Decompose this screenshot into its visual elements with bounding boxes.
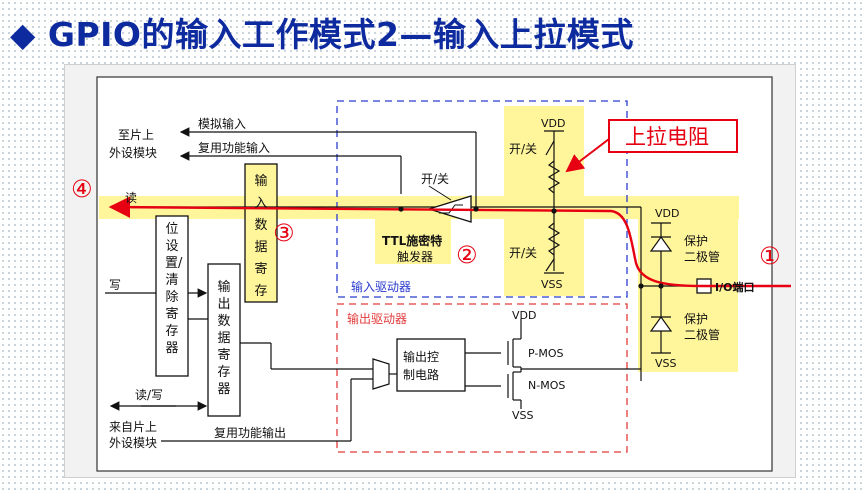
label-vdd-protect: VDD [655, 207, 679, 220]
label-input-data-register: 输入数据寄存器 [254, 174, 268, 299]
marker-1: ① [759, 242, 781, 270]
label-io-pin: I/O端口 [715, 280, 754, 294]
label-to-chip-2: 外设模块 [109, 146, 157, 160]
label-analog-input: 模拟输入 [198, 116, 246, 131]
junction-dots [398, 206, 664, 289]
label-p-mos: P-MOS [528, 347, 564, 360]
label-from-chip: 来自片上 [109, 420, 157, 434]
input-data-register-label-wrap: 输入数据寄存器 [254, 174, 268, 299]
pullup-highlight [504, 106, 584, 296]
label-output-control-2: 制电路 [403, 367, 439, 382]
label-ttl-2: 触发器 [397, 249, 433, 264]
label-bit-set-reset: 位设置/清除寄存器 [165, 222, 183, 356]
marker-3: ③ [273, 219, 295, 247]
callout-arrow [565, 138, 610, 173]
label-protect-top-1: 保护 [684, 234, 708, 248]
diode-bottom-icon [649, 315, 673, 332]
label-vss-protect: VSS [655, 357, 677, 370]
input-driver-box [336, 100, 628, 298]
label-to-chip: 至片上 [118, 128, 154, 142]
protection-highlight [638, 196, 738, 372]
label-read: 读 [125, 191, 137, 205]
label-switch-top: 开/关 [421, 172, 449, 186]
label-pullup-callout: 上拉电阻 [625, 125, 709, 149]
schmitt-enable-wire [428, 185, 452, 201]
label-n-mos: N-MOS [528, 379, 565, 392]
label-vss-mid: VSS [541, 278, 563, 291]
output-data-register-box [207, 263, 241, 417]
slide-title: ◆ GPIO的输入工作模式2—输入上拉模式 [10, 15, 634, 54]
label-switch-mid: 开/关 [509, 142, 537, 156]
label-protect-bottom-1: 保护 [684, 312, 708, 326]
label-alt-func-input: 复用功能输入 [198, 140, 270, 155]
bit-set-reset-register-box [155, 215, 189, 377]
label-write: 写 [109, 278, 121, 292]
bit-set-reset-label-wrap: 位设置/清除寄存器 [165, 222, 183, 356]
output-data-register-label-wrap: 输出数据寄存器 [217, 280, 231, 397]
protection-diodes [649, 235, 673, 332]
label-vdd-pmos: VDD [512, 309, 536, 322]
read-signal-path [108, 196, 791, 288]
label-protect-top-2: 二极管 [684, 249, 720, 264]
label-from-chip-2: 外设模块 [109, 436, 157, 450]
label-ttl-1: TTL施密特 [382, 233, 442, 248]
label-output-control-1: 输出控 [403, 349, 439, 364]
label-read-write: 读/写 [135, 388, 163, 402]
marker-4: ④ [71, 175, 93, 203]
mux-icon [372, 358, 390, 390]
switch-icons [545, 140, 555, 272]
input-register-highlight [245, 164, 277, 302]
gpio-diagram-panel: 至片上 外设模块 模拟输入 复用功能输入 读 写 读/写 来自片上 外设模块 复… [64, 64, 796, 478]
label-vss-nmos: VSS [512, 409, 534, 422]
label-output-driver: 输出驱动器 [347, 311, 407, 326]
gpio-circuit-diagram: 至片上 外设模块 模拟输入 复用功能输入 读 写 读/写 来自片上 外设模块 复… [71, 76, 791, 472]
callout-box [608, 119, 738, 153]
label-switch-bottom: 开/关 [509, 246, 537, 260]
switch-bottom-icon [545, 258, 555, 272]
label-vdd-top: VDD [541, 117, 565, 130]
diode-top-icon [649, 235, 673, 252]
output-driver-box [336, 303, 628, 453]
label-protect-bottom-2: 二极管 [684, 327, 720, 342]
marker-2: ② [456, 241, 478, 269]
switch-top-icon [545, 140, 555, 156]
pulldown-resistor-zigzag [547, 222, 561, 256]
output-control-box [396, 338, 466, 392]
ttl-label-highlight [375, 216, 451, 264]
label-alt-func-output: 复用功能输出 [214, 425, 286, 440]
input-data-register-box [244, 163, 278, 303]
pullup-resistor-zigzag [547, 160, 561, 194]
label-input-driver: 输入驱动器 [351, 279, 411, 294]
label-output-data-register: 输出数据寄存器 [217, 280, 231, 397]
